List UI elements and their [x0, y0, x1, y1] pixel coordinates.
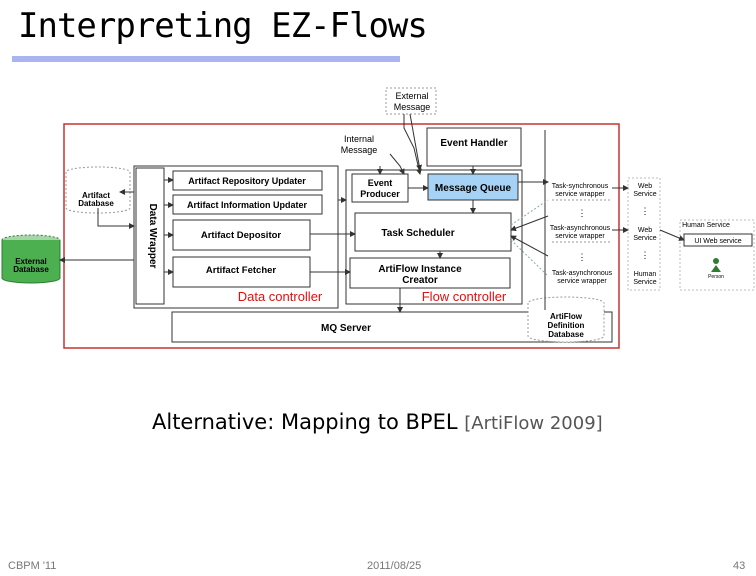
- task-async2-line2: service wrapper: [557, 278, 607, 285]
- task-async2-line1: Task-asynchronous: [552, 270, 613, 277]
- human-service-small-line2: Service: [633, 279, 656, 286]
- web-service1-line1: Web: [638, 183, 652, 190]
- slide-caption: Alternative: Mapping to BPEL [ArtiFlow 2…: [152, 410, 603, 434]
- web-service-1: Web Service: [633, 183, 656, 198]
- event-handler-label: Event Handler: [440, 138, 507, 149]
- task-scheduler-label: Task Scheduler: [381, 228, 454, 239]
- vertical-ellipsis-2: ⋮: [578, 252, 587, 262]
- event-producer-line1: Event: [368, 178, 393, 188]
- footer-conference: CBPM '11: [8, 560, 57, 572]
- slide-title: Interpreting EZ-Flows: [18, 6, 428, 46]
- system-frame: [63, 123, 620, 349]
- task-async1-line2: service wrapper: [555, 233, 605, 240]
- architecture-diagram: External Message Internal Message Event …: [1, 87, 755, 349]
- internal-message: Internal Message: [341, 134, 378, 155]
- external-message-line1: External: [395, 91, 428, 101]
- person-icon: [713, 258, 719, 264]
- flow-controller-label: Flow controller: [422, 289, 507, 304]
- depositor-label: Artifact Depositor: [201, 230, 282, 241]
- ui-web-service-label: UI Web service: [694, 238, 741, 245]
- data-wrapper-label: Data Wrapper: [147, 204, 158, 269]
- task-async1-line1: Task-asynchronous: [550, 225, 611, 232]
- data-controller-label: Data controller: [238, 289, 323, 304]
- web-service1-line2: Service: [633, 191, 656, 198]
- caption-reference: [ArtiFlow 2009]: [464, 413, 603, 434]
- task-sync-line2: service wrapper: [555, 191, 605, 198]
- footer-date: 2011/08/25: [367, 560, 422, 572]
- web-service-2: Web Service: [633, 227, 656, 242]
- info-updater-label: Artifact Information Updater: [187, 200, 308, 210]
- human-service-label: Human Service: [682, 222, 730, 229]
- task-async-wrapper-1: Task-asynchronous service wrapper: [550, 225, 611, 243]
- vertical-ellipsis-4: ⋮: [641, 250, 650, 260]
- message-queue-label: Message Queue: [435, 183, 512, 194]
- definition-db-line1: ArtiFlow: [550, 312, 583, 321]
- instance-creator-line2: Creator: [402, 275, 438, 286]
- web-service2-line1: Web: [638, 227, 652, 234]
- vertical-ellipsis-3: ⋮: [641, 206, 650, 216]
- vertical-ellipsis-1: ⋮: [578, 208, 587, 218]
- data-wrapper-box: [135, 167, 165, 305]
- internal-message-line2: Message: [341, 145, 378, 155]
- external-database: External Database: [1, 234, 61, 284]
- caption-text: Alternative: Mapping to BPEL: [152, 410, 458, 434]
- external-db-line2: Database: [13, 265, 49, 274]
- event-producer-line2: Producer: [360, 189, 400, 199]
- artifact-database: Artifact Database: [65, 166, 131, 214]
- human-service-small: Human Service: [633, 271, 656, 286]
- fetcher-label: Artifact Fetcher: [206, 265, 277, 276]
- task-sync-wrapper: Task-synchronous service wrapper: [552, 183, 610, 201]
- person-label: Person: [708, 274, 724, 280]
- external-message: External Message: [385, 87, 437, 115]
- dotted-connectors: [510, 199, 549, 277]
- definition-db-line3: Database: [548, 330, 584, 339]
- external-message-line2: Message: [394, 102, 431, 112]
- repo-updater-label: Artifact Repository Updater: [188, 176, 306, 186]
- title-underline: [12, 56, 400, 62]
- artifact-db-line2: Database: [78, 199, 114, 208]
- web-service2-line2: Service: [633, 235, 656, 242]
- definition-db-line2: Definition: [548, 321, 585, 330]
- artifact-db-line1: Artifact: [82, 191, 110, 200]
- task-async-wrapper-2: Task-asynchronous service wrapper: [552, 270, 613, 285]
- human-service: Human Service UI Web service Person: [679, 219, 755, 291]
- event-handler-box: [426, 127, 522, 167]
- connectors: [59, 113, 685, 313]
- footer-page-number: 43: [733, 560, 746, 572]
- instance-creator-line1: ArtiFlow Instance: [378, 264, 462, 275]
- human-service-small-line1: Human: [634, 271, 657, 278]
- task-sync-line1: Task-synchronous: [552, 183, 609, 190]
- mq-server-label: MQ Server: [321, 323, 371, 334]
- definition-database: ArtiFlow Definition Database: [527, 296, 605, 343]
- external-db-line1: External: [15, 257, 47, 266]
- internal-message-line1: Internal: [344, 134, 374, 144]
- services-column: [627, 177, 661, 291]
